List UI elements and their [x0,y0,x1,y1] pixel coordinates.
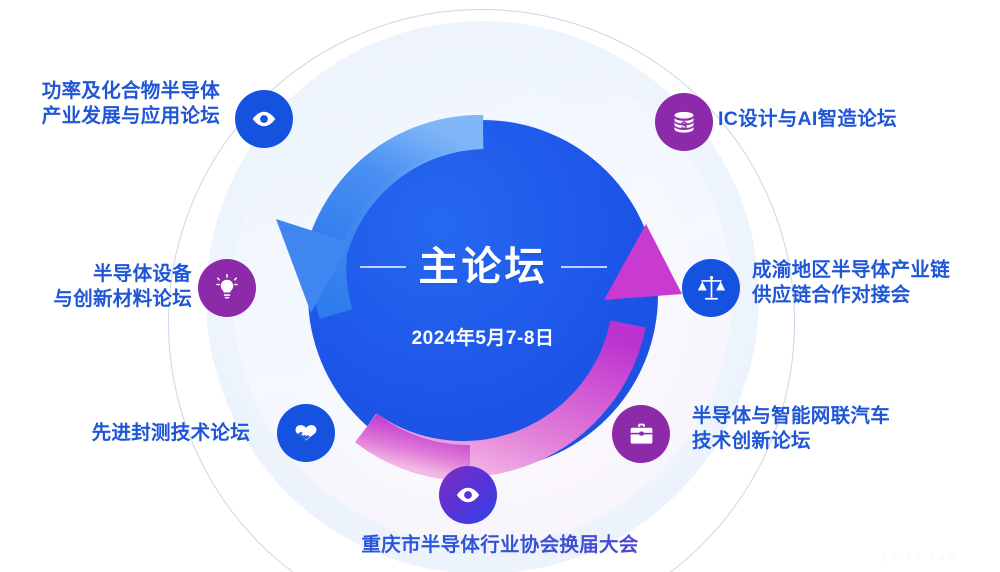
label-power-forum: 功率及化合物半导体 产业发展与应用论坛 [0,79,220,129]
page-title: 主论坛 [418,244,548,289]
label-line-2: 产业发展与应用论坛 [41,104,220,127]
svg-text:$: $ [681,120,687,132]
label-line-1: 功率及化合物半导体 [41,80,220,102]
label-line-1: 半导体设备 [92,263,192,285]
label-line-1: 重庆市半导体行业协会换届大会 [361,534,639,556]
node-icon-auto[interactable] [612,405,670,463]
label-line-1: 先进封测技术论坛 [91,422,250,444]
handshake-heart-icon [290,417,322,449]
label-line-1: 成渝地区半导体产业链 [752,259,951,281]
scales-icon [696,273,727,304]
label-line-2: 供应链合作对接会 [752,283,911,306]
label-line-1: IC设计与AI智造论坛 [718,108,897,130]
label-line-2: 与创新材料论坛 [53,287,192,310]
label-supply-chain-meeting: 成渝地区半导体产业链 供应链合作对接会 [752,258,950,308]
label-line-2: 技术创新论坛 [692,429,811,452]
briefcase-icon [627,420,656,449]
lightbulb-icon [212,273,242,303]
money-stack-icon: $ [669,107,699,137]
label-auto-forum: 半导体与智能网联汽车 技术创新论坛 [692,404,890,454]
label-ic-design-forum: IC设计与AI智造论坛 [718,107,897,132]
label-association-meeting: 重庆市半导体行业协会换届大会 [0,533,1000,558]
main-title-row: 主论坛 [359,244,607,289]
event-date: 2024年5月7-8日 [411,327,555,349]
title-rule-right [560,265,607,268]
label-line-1: 半导体与智能网联汽车 [692,405,891,427]
title-rule-left [359,265,406,268]
label-equipment-forum: 半导体设备 与创新材料论坛 [10,262,192,312]
node-icon-equipment[interactable] [198,259,256,317]
node-icon-ic-design[interactable]: $ [655,93,713,151]
center-label-group: 主论坛 2024年5月7-8日 [308,120,658,470]
eye-icon [453,480,483,510]
label-packaging-forum: 先进封测技术论坛 [10,421,250,446]
node-icon-power[interactable] [235,90,293,148]
node-icon-packaging[interactable] [277,404,335,462]
node-icon-association[interactable] [439,466,497,524]
node-icon-supply-chain[interactable] [682,259,740,317]
eye-icon [249,104,279,134]
